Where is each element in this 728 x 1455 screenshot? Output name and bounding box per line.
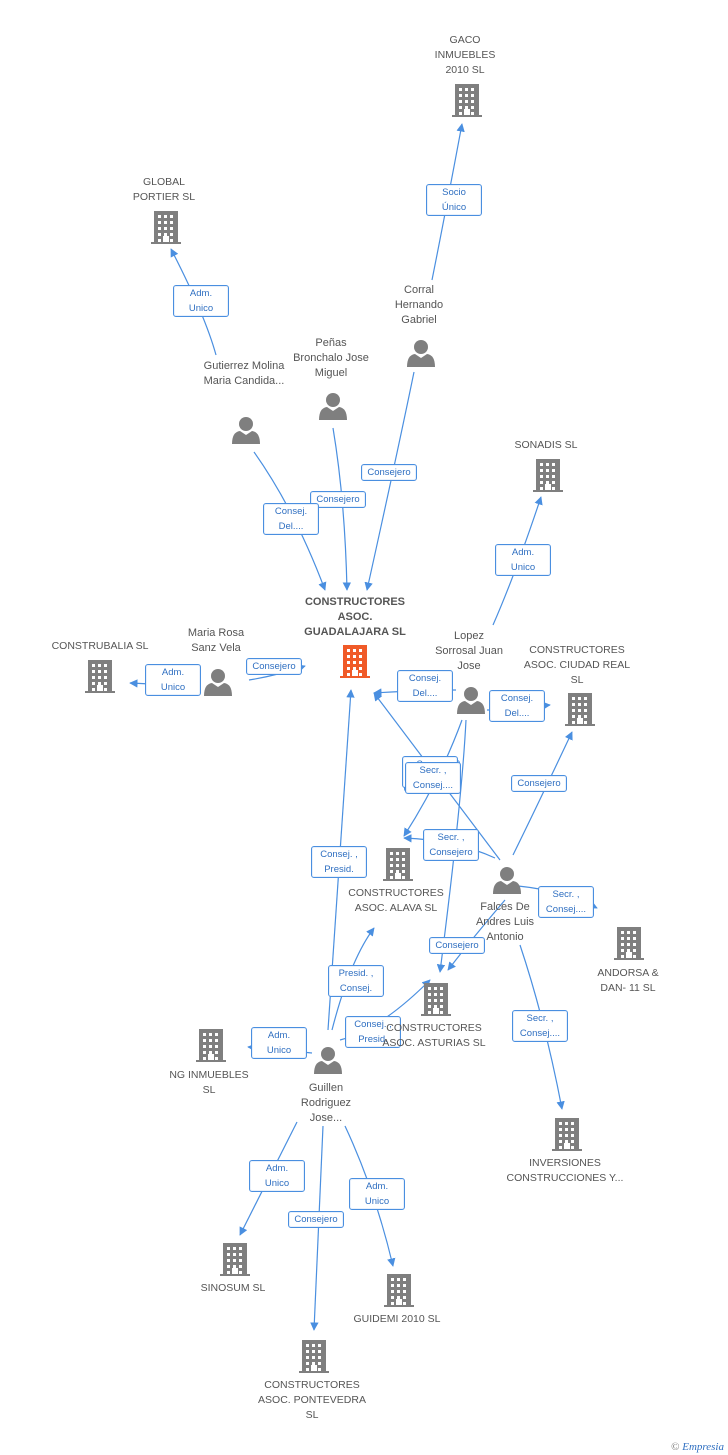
node-label-andorsa[interactable]: ANDORSA & DAN- 11 SL [597,967,659,994]
relation-label[interactable]: Secr. , Consej.... [405,762,461,794]
relation-label[interactable]: Consej. Del.... [489,690,545,722]
building-icon-alava[interactable] [383,848,413,881]
relation-label[interactable]: Socio Único [426,184,482,216]
node-label-construbalia[interactable]: CONSTRUBALIA SL [51,640,149,652]
relation-label[interactable]: Consejero [288,1211,344,1228]
relation-label[interactable]: Adm. Unico [251,1027,307,1059]
brand-logo[interactable]: Empresia [682,1441,724,1453]
node-label-gutierrez[interactable]: Gutierrez Molina Maria Candida... [203,360,285,387]
relation-label[interactable]: Secr. , Consej.... [512,1010,568,1042]
node-label-inversiones[interactable]: INVERSIONES CONSTRUCCIONES Y... [506,1157,624,1184]
relation-label[interactable]: Secr. , Consejero [423,829,479,861]
node-label-sinosum[interactable]: SINOSUM SL [200,1282,266,1294]
person-icon-falces[interactable] [493,867,521,894]
node-label-corral[interactable]: Corral Hernando Gabriel [394,284,444,326]
building-icon-pontevedra[interactable] [299,1340,329,1373]
relation-label[interactable]: Consej. , Presid. [345,1016,401,1048]
node-label-main[interactable]: CONSTRUCTORES ASOC. GUADALAJARA SL [304,596,406,638]
relation-label[interactable]: Consejero [246,658,302,675]
edge-falces-to-asturias [447,899,506,971]
relation-label[interactable]: Presid. , Consej. [328,965,384,997]
node-label-pontevedra[interactable]: CONSTRUCTORES ASOC. PONTEVEDRA SL [258,1379,366,1421]
relation-label[interactable]: Secr. , Consej.... [538,886,594,918]
edge-corral-to-main [364,371,415,591]
node-label-alava[interactable]: CONSTRUCTORES ASOC. ALAVA SL [348,887,444,914]
building-icon-inversiones[interactable] [552,1118,582,1151]
building-icon-main[interactable] [340,645,370,678]
person-icon-guillen[interactable] [314,1047,342,1074]
relation-label[interactable]: Adm. Unico [145,664,201,696]
node-label-ng[interactable]: NG INMUEBLES SL [169,1069,249,1096]
building-icon-guidemi[interactable] [384,1274,414,1307]
building-icon-andorsa[interactable] [614,927,644,960]
building-icon-asturias[interactable] [421,983,451,1016]
copyright-symbol: © [671,1441,680,1453]
node-label-guillen[interactable]: Guillen Rodriguez Jose... [300,1082,352,1124]
relation-label[interactable]: Adm. Unico [173,285,229,317]
node-label-mariarosa[interactable]: Maria Rosa Sanz Vela [187,627,245,654]
relation-label[interactable]: Consejero [310,491,366,508]
building-icon-ciudadreal[interactable] [565,693,595,726]
relation-label[interactable]: Consejero [511,775,567,792]
node-label-gaco[interactable]: GACO INMUEBLES 2010 SL [434,34,496,76]
relation-label[interactable]: Consej. Del.... [397,670,453,702]
node-label-global[interactable]: GLOBAL PORTIER SL [132,176,196,203]
person-icon-mariarosa[interactable] [204,669,232,696]
relation-label[interactable]: Consejero [429,937,485,954]
building-icon-sinosum[interactable] [220,1243,250,1276]
person-icon-penas[interactable] [319,393,347,420]
relation-label[interactable]: Consejero [361,464,417,481]
relation-label[interactable]: Adm. Unico [495,544,551,576]
person-icon-lopez[interactable] [457,687,485,714]
relation-label[interactable]: Adm. Unico [249,1160,305,1192]
relation-label[interactable]: Adm. Unico [349,1178,405,1210]
person-icon-corral[interactable] [407,340,435,367]
node-label-lopez[interactable]: Lopez Sorrosal Juan Jose [435,630,503,672]
node-label-asturias[interactable]: CONSTRUCTORES ASOC. ASTURIAS SL [382,1022,486,1049]
building-icon-gaco[interactable] [452,84,482,117]
node-label-falces[interactable]: Falces De Andres Luis Antonio [475,901,535,943]
node-label-ciudadreal[interactable]: CONSTRUCTORES ASOC. CIUDAD REAL SL [523,644,631,686]
building-icon-construbalia[interactable] [85,660,115,693]
relation-label[interactable]: Consej. , Presid. [311,846,367,878]
edge-guillen-to-pontevedra [310,1125,324,1331]
person-icon-gutierrez[interactable] [232,417,260,444]
node-label-guidemi[interactable]: GUIDEMI 2010 SL [353,1313,441,1325]
building-icon-ng[interactable] [196,1029,226,1062]
building-icon-global[interactable] [151,211,181,244]
edge-penas-to-main [332,427,352,591]
node-label-penas[interactable]: Peñas Bronchalo Jose Miguel [293,337,369,379]
relation-label[interactable]: Consej. Del.... [263,503,319,535]
building-icon-sonadis[interactable] [533,459,563,492]
footer: © Empresia [671,1441,724,1453]
edge-lopez-to-asturias [436,719,467,973]
edge-falces-to-ciudadreal [512,731,573,856]
nodes-layer [85,84,644,1373]
node-label-sonadis[interactable]: SONADIS SL [514,439,578,451]
